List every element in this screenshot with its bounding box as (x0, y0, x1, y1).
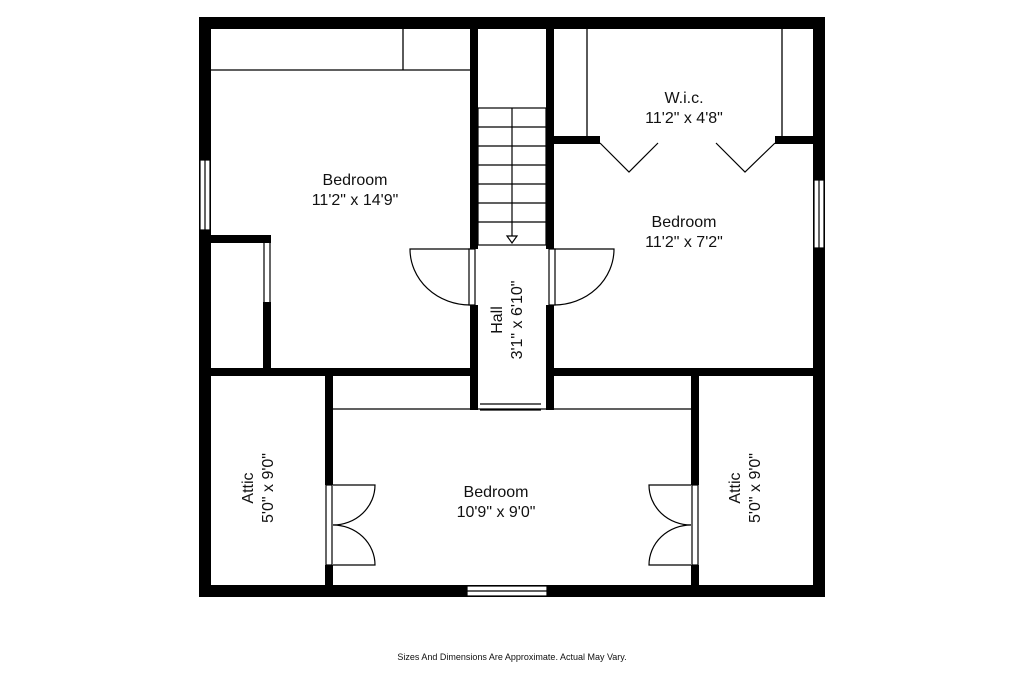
room-labels: Bedroom 11'2" x 14'9" W.i.c. 11'2" x 4'8… (240, 90, 764, 523)
room-size-attic-west: 5'0" x 9'0" (260, 453, 277, 523)
room-name-attic-east: Attic (727, 472, 744, 503)
room-name-wic: W.i.c. (664, 90, 703, 107)
room-name-attic-west: Attic (240, 472, 257, 503)
door-bedroom-nw (409, 248, 476, 306)
room-name-bedroom-s: Bedroom (464, 484, 529, 501)
doors (263, 142, 776, 566)
room-size-wic: 11'2" x 4'8" (645, 110, 723, 127)
door-closet-nw (263, 243, 271, 302)
room-size-hall: 3'1" x 6'10" (509, 281, 526, 360)
room-size-bedroom-s: 10'9" x 9'0" (457, 504, 536, 521)
detail-lines (210, 29, 783, 411)
room-size-attic-east: 5'0" x 9'0" (747, 453, 764, 523)
room-size-bedroom-ne: 11'2" x 7'2" (645, 234, 723, 251)
room-name-hall: Hall (489, 306, 506, 334)
door-attic-west (325, 484, 376, 566)
disclaimer-footer: Sizes And Dimensions Are Approximate. Ac… (397, 652, 627, 662)
door-attic-east (648, 484, 699, 566)
staircase (477, 107, 547, 246)
stair-arrow-icon (505, 235, 519, 245)
room-name-bedroom-nw: Bedroom (323, 172, 388, 189)
door-bedroom-ne (548, 248, 615, 306)
door-wic-bifold (599, 142, 776, 173)
room-size-bedroom-nw: 11'2" x 14'9" (312, 192, 399, 209)
windows (199, 159, 825, 597)
room-name-bedroom-ne: Bedroom (652, 214, 717, 231)
